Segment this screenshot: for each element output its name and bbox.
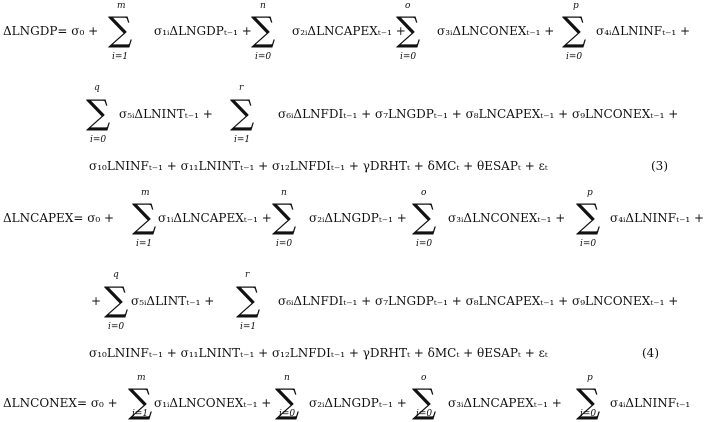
eq3-term-1: σ₁ᵢΔLNGDPₜ₋₁ + xyxy=(154,24,252,38)
sum-upper-limit: n xyxy=(260,1,266,11)
summation-symbol: ∑ xyxy=(86,93,111,133)
sum-upper-limit: p xyxy=(587,188,593,198)
sum-lower-limit: i=0 xyxy=(90,135,107,145)
summation-symbol: ∑ xyxy=(128,382,153,422)
eq5-lhs: ΔLNCONEX= σ₀ + xyxy=(3,396,118,410)
eq5-term-2: σ₂ᵢΔLNGDPₜ₋₁ + xyxy=(309,396,407,410)
sum-upper-limit: o xyxy=(405,1,411,11)
sum-lower-limit: i=0 xyxy=(566,52,583,62)
eq3-term-6: σ₆ᵢΔLNFDIₜ₋₁ + σ₇LNGDPₜ₋₁ + σ₈LNCAPEXₜ₋₁… xyxy=(278,107,679,121)
summation-symbol: ∑ xyxy=(576,382,601,422)
equation-number-4: (4) xyxy=(642,346,659,360)
eq5-term-3: σ₃ᵢΔLNCAPEXₜ₋₁ + xyxy=(448,396,562,410)
sum-upper-limit: n xyxy=(284,373,290,383)
sum-lower-limit: i=0 xyxy=(108,322,125,332)
sum-lower-limit: i=0 xyxy=(580,409,597,419)
summation-symbol: ∑ xyxy=(396,10,421,50)
eq5-term-1: σ₁ᵢΔLNCONEXₜ₋₁ + xyxy=(154,396,272,410)
sum-lower-limit: i=1 xyxy=(234,135,251,145)
summation-symbol: ∑ xyxy=(104,280,129,320)
sum-lower-limit: i=0 xyxy=(276,239,293,249)
sum-lower-limit: i=0 xyxy=(400,52,417,62)
sum-lower-limit: i=1 xyxy=(112,52,129,62)
summation-symbol: ∑ xyxy=(108,10,133,50)
eq3-term-2: σ₂ᵢΔLNCAPEXₜ₋₁ + xyxy=(292,24,406,38)
summation-symbol: ∑ xyxy=(272,197,297,237)
summation-symbol: ∑ xyxy=(562,10,587,50)
eq4-term-3: σ₃ᵢΔLNCONEXₜ₋₁ + xyxy=(448,211,566,225)
eq3-lhs: ΔLNGDP= σ₀ + xyxy=(3,24,99,38)
sum-lower-limit: i=1 xyxy=(136,239,153,249)
sum-upper-limit: r xyxy=(245,270,250,280)
summation-symbol: ∑ xyxy=(236,280,261,320)
eq4-term-1: σ₁ᵢΔLNCAPEXₜ₋₁ + xyxy=(158,211,272,225)
sum-lower-limit: i=0 xyxy=(416,239,433,249)
summation-symbol: ∑ xyxy=(132,197,157,237)
sum-upper-limit: m xyxy=(117,1,126,11)
sum-upper-limit: m xyxy=(141,188,150,198)
eq4-term-2: σ₂ᵢΔLNGDPₜ₋₁ + xyxy=(309,211,407,225)
sum-upper-limit: q xyxy=(94,83,100,93)
sum-upper-limit: o xyxy=(421,188,427,198)
sum-lower-limit: i=0 xyxy=(580,239,597,249)
sum-lower-limit: i=0 xyxy=(255,52,272,62)
eq3-term-7: σ₁₀LNINFₜ₋₁ + σ₁₁LNINTₜ₋₁ + σ₁₂LNFDIₜ₋₁ … xyxy=(89,159,548,173)
summation-symbol: ∑ xyxy=(412,197,437,237)
sum-upper-limit: p xyxy=(573,1,579,11)
sum-upper-limit: n xyxy=(281,188,287,198)
summation-symbol: ∑ xyxy=(230,93,255,133)
sum-upper-limit: o xyxy=(421,373,427,383)
sum-upper-limit: r xyxy=(239,83,244,93)
summation-symbol: ∑ xyxy=(412,382,437,422)
summation-symbol: ∑ xyxy=(576,197,601,237)
sum-lower-limit: i=0 xyxy=(416,409,433,419)
eq4-term-4: σ₄ᵢΔLNINFₜ₋₁ + xyxy=(610,211,704,225)
sum-lower-limit: i=0 xyxy=(279,409,296,419)
sum-upper-limit: p xyxy=(587,373,593,383)
summation-symbol: ∑ xyxy=(251,10,276,50)
eq4-term-7: σ₁₀LNINFₜ₋₁ + σ₁₁LNINTₜ₋₁ + σ₁₂LNFDIₜ₋₁ … xyxy=(89,346,548,360)
sum-upper-limit: m xyxy=(137,373,146,383)
eq3-term-5: σ₅ᵢΔLNINTₜ₋₁ + xyxy=(119,107,213,121)
eq4-term-6: σ₆ᵢΔLNFDIₜ₋₁ + σ₇LNGDPₜ₋₁ + σ₈LNCAPEXₜ₋₁… xyxy=(278,294,679,308)
eq3-term-3: σ₃ᵢΔLNCONEXₜ₋₁ + xyxy=(437,24,555,38)
eq5-term-4: σ₄ᵢΔLNINFₜ₋₁ xyxy=(610,396,691,410)
sum-lower-limit: i=1 xyxy=(240,322,257,332)
equation-number-3: (3) xyxy=(651,159,668,173)
sum-lower-limit: i=1 xyxy=(132,409,149,419)
summation-symbol: ∑ xyxy=(275,382,300,422)
eq3-term-4: σ₄ᵢΔLNINFₜ₋₁ + xyxy=(596,24,691,38)
eq4-lhs: ΔLNCAPEX= σ₀ + xyxy=(3,211,115,225)
sum-upper-limit: q xyxy=(113,270,119,280)
eq4-term-5: σ₅ᵢΔLINTₜ₋₁ + xyxy=(131,294,215,308)
eq4-plus: + xyxy=(91,294,102,308)
